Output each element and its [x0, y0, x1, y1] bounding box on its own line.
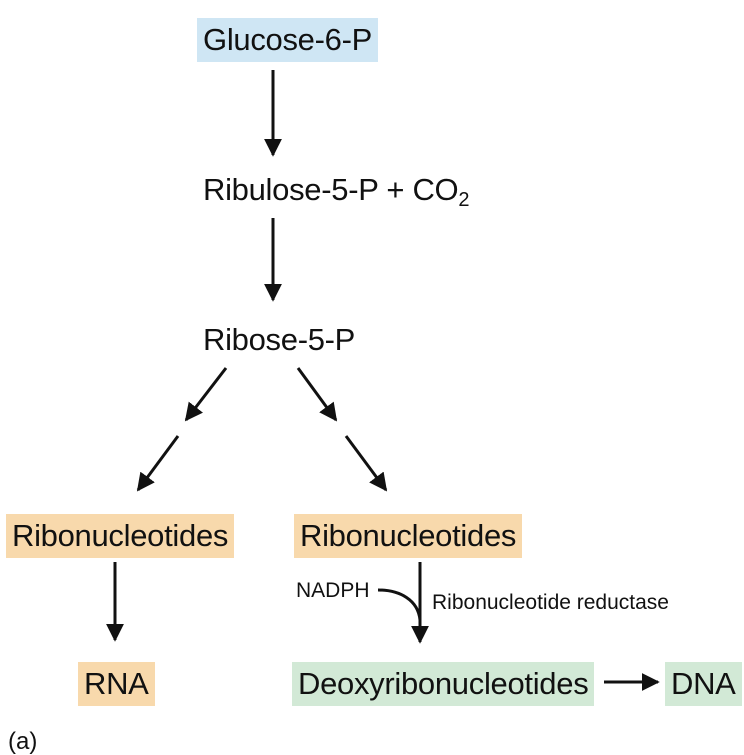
glucose-6-p-node: Glucose-6-P — [197, 18, 378, 62]
arrow-ribose-to-right-lower — [344, 435, 388, 492]
nadph-label: NADPH — [296, 579, 370, 602]
rna-label: RNA — [84, 666, 149, 701]
ribose-5-p-node: Ribose-5-P — [197, 318, 361, 362]
ribulose-5-p-label: Ribulose-5-P + CO — [203, 172, 459, 207]
ribonucleotide-reductase-label: Ribonucleotide reductase — [432, 591, 669, 614]
dna-label: DNA — [671, 666, 736, 701]
arrow-ribose-to-left-lower — [136, 435, 180, 492]
ribonucleotides-left-label: Ribonucleotides — [12, 518, 229, 553]
ribonucleotides-right-node: Ribonucleotides — [294, 514, 523, 558]
ribose-5-p-label: Ribose-5-P — [203, 322, 356, 357]
ribonucleotides-left-node: Ribonucleotides — [6, 514, 235, 558]
dna-node: DNA — [665, 662, 742, 706]
co2-subscript: 2 — [458, 189, 470, 211]
arrow-ribose-to-left-upper — [184, 367, 228, 422]
glucose-6-p-label: Glucose-6-P — [203, 22, 372, 57]
ribulose-5-p-node: Ribulose-5-P + CO2 — [197, 168, 475, 217]
rna-node: RNA — [78, 662, 155, 706]
panel-label: (a) — [8, 728, 38, 755]
nadph-cofactor-curve — [377, 588, 422, 621]
ribonucleotides-right-label: Ribonucleotides — [300, 518, 517, 553]
deoxyribonucleotides-label: Deoxyribonucleotides — [298, 666, 589, 701]
arrow-ribose-to-right-upper — [296, 367, 338, 422]
deoxyribonucleotides-node: Deoxyribonucleotides — [292, 662, 595, 706]
